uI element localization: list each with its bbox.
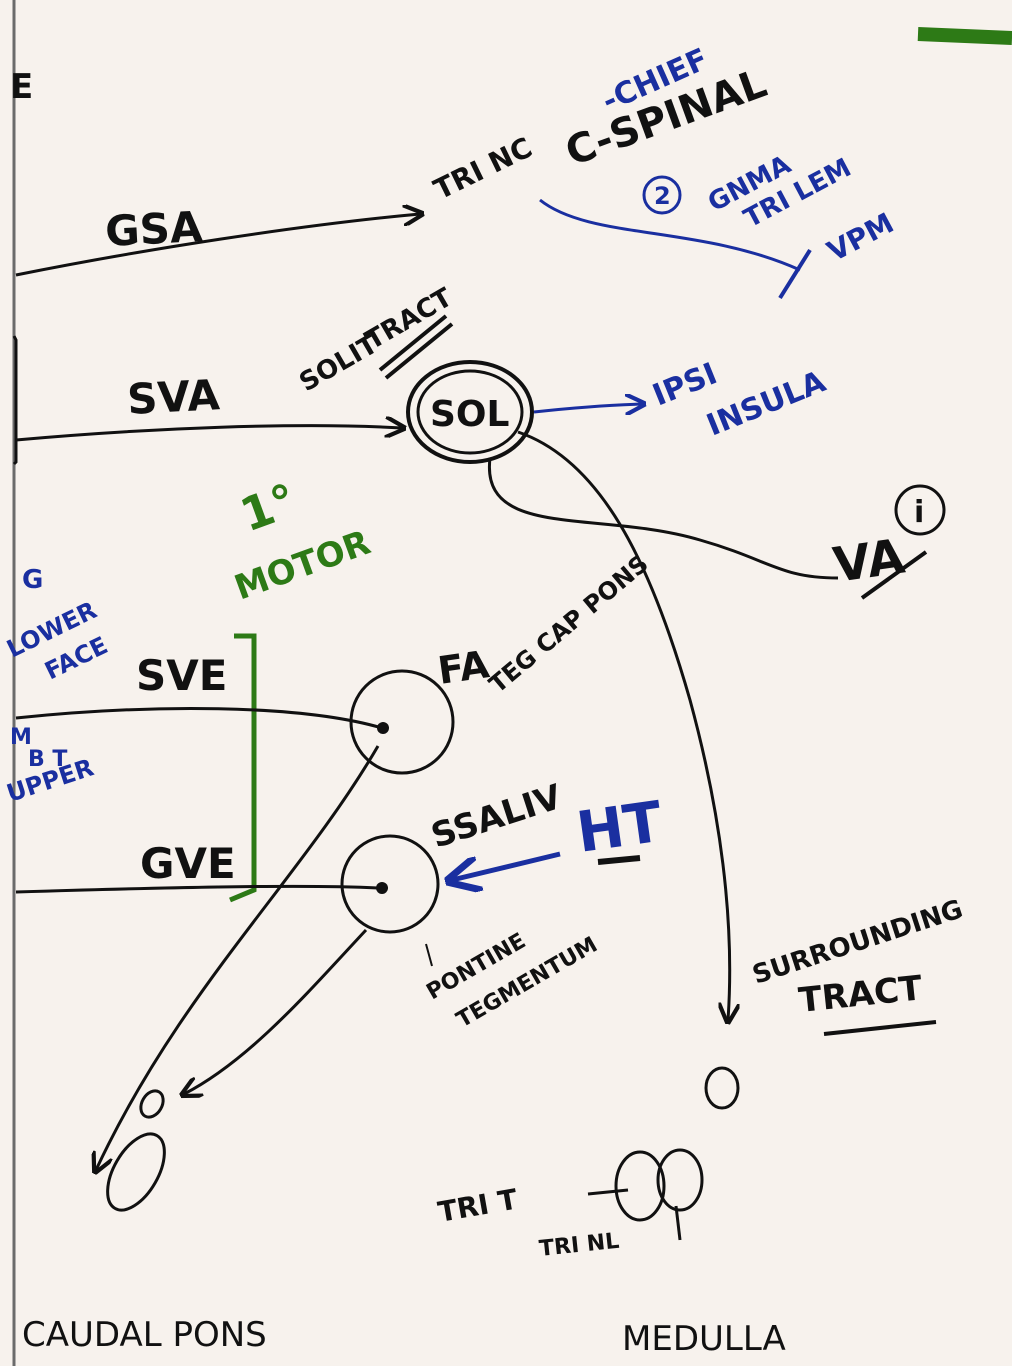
gve-label: GVE xyxy=(140,839,236,888)
gsa-arrow xyxy=(15,214,420,277)
gve-line xyxy=(15,884,379,894)
fa-dot xyxy=(377,722,389,734)
edge-e-label: E xyxy=(10,67,33,107)
va-circle-label: i xyxy=(914,495,924,530)
circled-2-label: 2 xyxy=(654,182,671,210)
tri-nc-label: TRI NC xyxy=(429,131,538,207)
tri-nl-label: TRI NL xyxy=(538,1229,620,1262)
tri-nucleus-right xyxy=(656,1148,704,1212)
va-label: VA xyxy=(830,529,908,594)
ht-label: HT xyxy=(573,790,666,866)
caudal-nucleus-small xyxy=(139,1089,165,1119)
fa-label: FA xyxy=(435,642,492,693)
medulla-nucleus xyxy=(704,1066,740,1110)
sve-label: SVE xyxy=(136,651,227,700)
ssaliv-axon xyxy=(184,928,368,1094)
edge-g-label: G xyxy=(22,565,43,595)
ipsi-label: IPSI xyxy=(648,356,722,413)
circled-2-ring xyxy=(642,175,682,215)
sol-to-va-line xyxy=(488,457,839,580)
surr-tract-underline xyxy=(823,1020,937,1036)
caudal-nucleus-large xyxy=(106,1132,166,1212)
tri-t-label: TRI T xyxy=(435,1183,519,1229)
ssaliv-nucleus xyxy=(340,834,440,934)
sol-to-medulla-line xyxy=(517,430,730,1020)
sva-arrow xyxy=(15,426,402,442)
vpm-label: VPM xyxy=(822,206,899,268)
va-underline xyxy=(860,550,928,600)
sve-line xyxy=(15,707,383,730)
insula-label: INSULA xyxy=(702,364,831,443)
tract-underline-1 xyxy=(378,314,448,372)
teg-cap-pons-label: TEG CAP PONS xyxy=(484,550,654,699)
sol-nucleus-inner xyxy=(416,369,524,455)
green-bracket xyxy=(229,633,257,903)
tract-underline-2 xyxy=(384,322,454,380)
pontine-tick xyxy=(425,943,433,967)
ht-underline xyxy=(597,855,641,865)
tri-lem-curve xyxy=(539,198,801,272)
caudal-pons-label: CAUDAL PONS xyxy=(22,1315,267,1355)
tri-stem xyxy=(674,1205,682,1241)
left-bracket xyxy=(12,335,18,466)
ht-arrow xyxy=(452,851,561,880)
fa-nucleus xyxy=(349,669,455,775)
tri-nucleus-left xyxy=(614,1150,666,1222)
ssaliv-label: SSALIV xyxy=(426,777,567,857)
tri-lem-bar xyxy=(778,248,812,300)
ipsi-arrow xyxy=(533,404,642,412)
medulla-label: MEDULLA xyxy=(622,1319,786,1359)
sva-label: SVA xyxy=(126,370,221,424)
gsa-label: GSA xyxy=(104,202,204,256)
primary-label: 1° xyxy=(233,473,303,543)
tri-t-line xyxy=(587,1188,629,1196)
fa-axon xyxy=(96,745,380,1170)
edge-m-label: M xyxy=(10,725,32,750)
surr-tract-label: TRACT xyxy=(797,968,925,1021)
sol-nucleus-outer xyxy=(406,360,534,464)
sol-label: SOL xyxy=(430,394,509,435)
green-marker-stroke xyxy=(917,27,1012,45)
va-circle xyxy=(894,484,946,536)
ssaliv-dot xyxy=(376,882,388,894)
edge-bt-label: B T xyxy=(28,747,67,772)
